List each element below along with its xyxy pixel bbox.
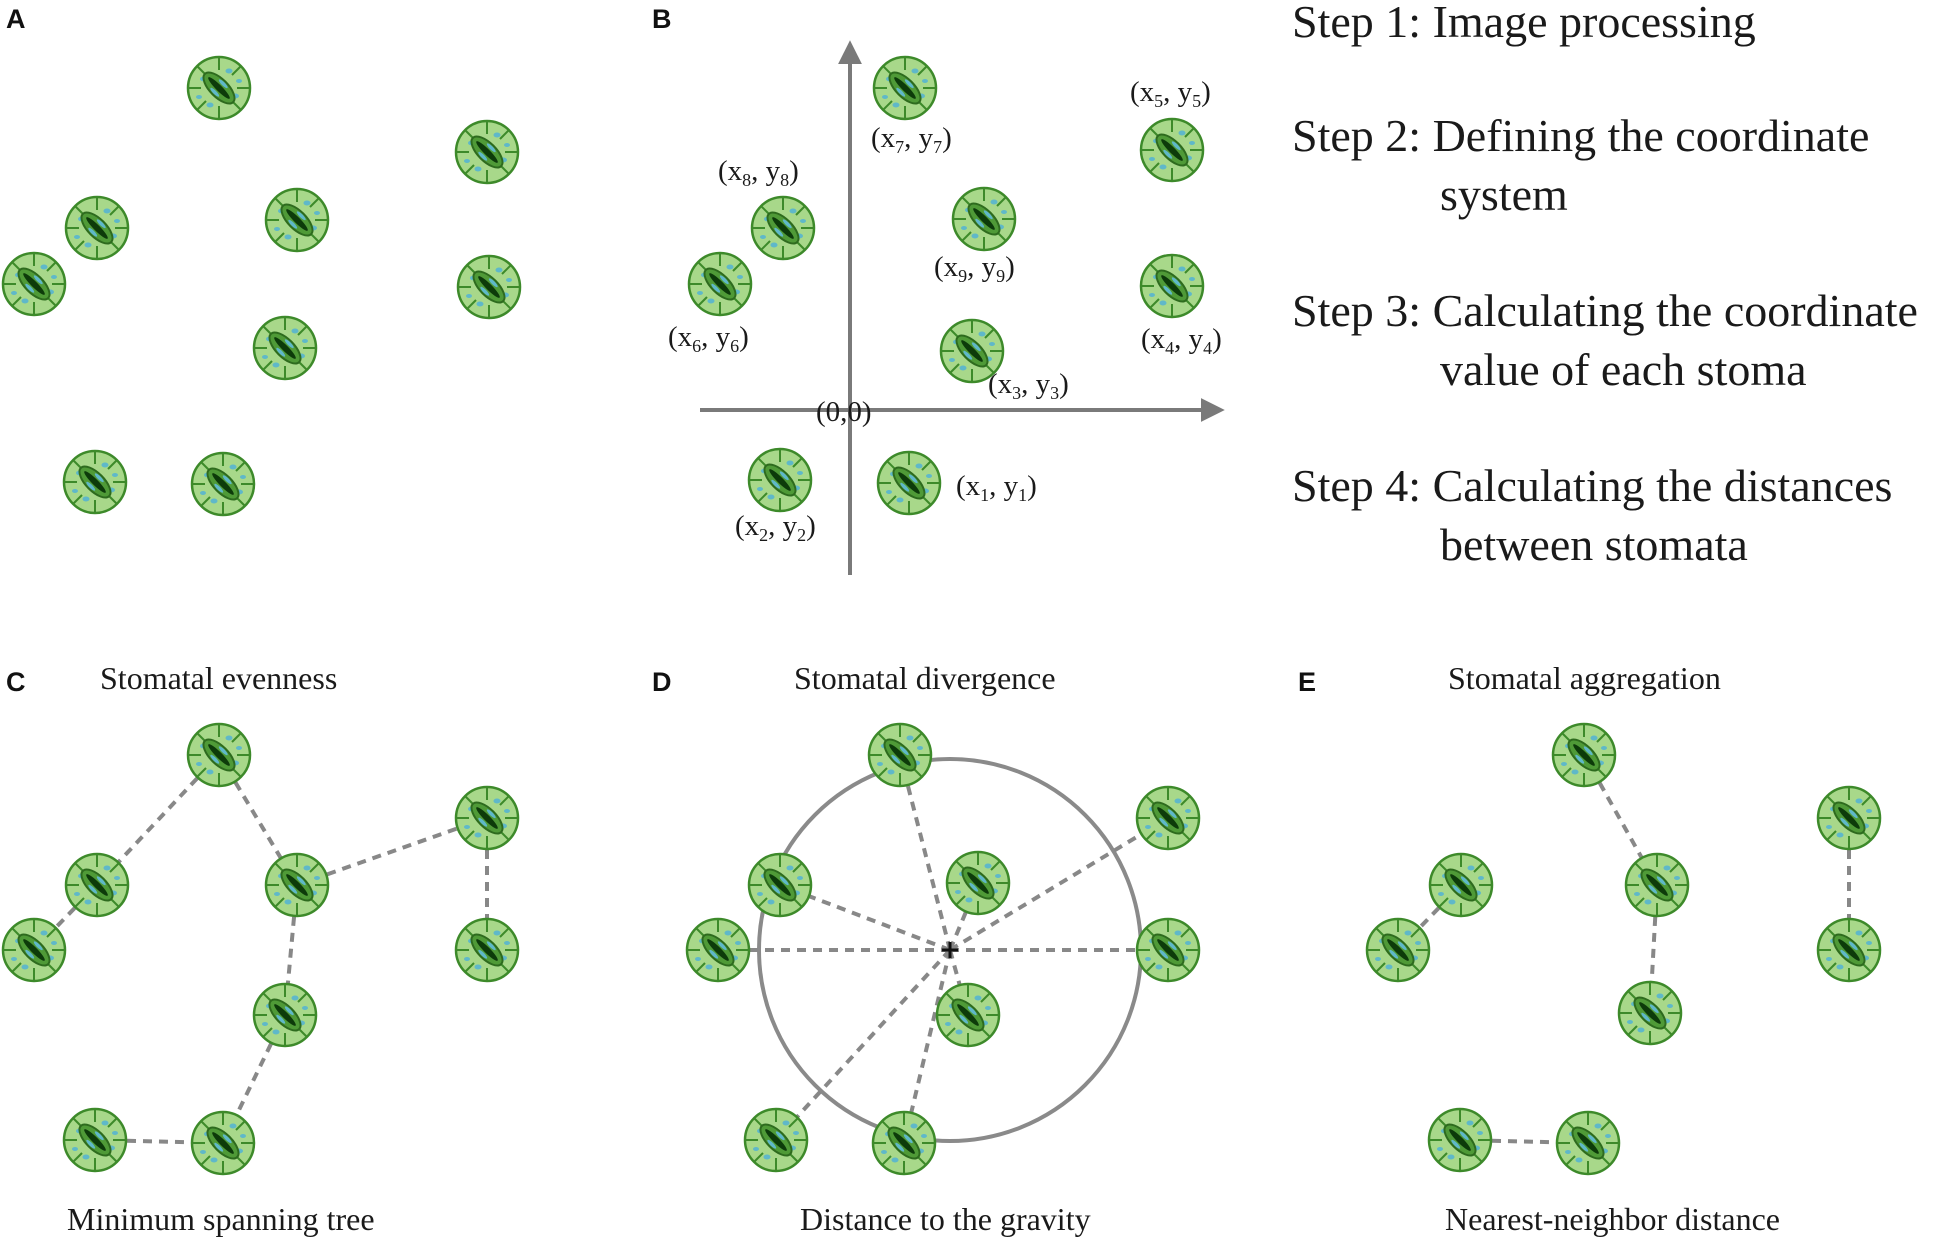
coord-label-4: (x4, y4): [1141, 323, 1222, 358]
panel-letter-d: D: [652, 667, 672, 697]
panel-letter-e: E: [1298, 667, 1317, 697]
coord-label-5: (x5, y5): [1130, 76, 1211, 111]
panel-letter-b: B: [652, 4, 672, 34]
panel-c-caption: Minimum spanning tree: [67, 1201, 375, 1237]
step-1: Step 1: Image processing: [1292, 0, 1756, 47]
step-3-continuation: value of each stoma: [1440, 344, 1807, 395]
gravity-center-marker: [942, 942, 958, 958]
coord-label-7: (x7, y7): [871, 122, 952, 157]
coord-label-3: (x3, y3): [988, 368, 1069, 403]
distance-line: [948, 816, 1170, 952]
panel-letter-a: A: [6, 4, 26, 34]
origin-label: (0,0): [816, 396, 872, 428]
step-2-continuation: system: [1440, 169, 1568, 220]
coord-label-6: (x6, y6): [668, 321, 749, 356]
coord-label-9: (x9, y9): [934, 251, 1015, 286]
distance-line: [898, 754, 952, 951]
panel-d-title: Stomatal divergence: [794, 660, 1056, 696]
coord-label-1: (x1, y1): [956, 470, 1037, 505]
panel-d-caption: Distance to the gravity: [800, 1201, 1091, 1237]
coord-label-2: (x2, y2): [735, 510, 816, 545]
step-4-continuation: between stomata: [1440, 519, 1748, 570]
panel-e-title: Stomatal aggregation: [1448, 660, 1721, 696]
distance-line: [774, 948, 952, 1142]
step-2: Step 2: Defining the coordinate: [1292, 110, 1870, 161]
panel-e-caption: Nearest-neighbor distance: [1445, 1201, 1780, 1237]
step-4: Step 4: Calculating the distances: [1292, 460, 1893, 511]
panel-b-axes: [700, 40, 1225, 575]
distance-line: [902, 949, 952, 1144]
panel-c-title: Stomatal evenness: [100, 660, 338, 696]
step-3: Step 3: Calculating the coordinate: [1292, 285, 1918, 336]
panel-letter-c: C: [6, 667, 26, 697]
distance-line: [948, 882, 980, 951]
coord-label-8: (x8, y8): [718, 155, 799, 190]
mst-edge: [296, 816, 488, 887]
